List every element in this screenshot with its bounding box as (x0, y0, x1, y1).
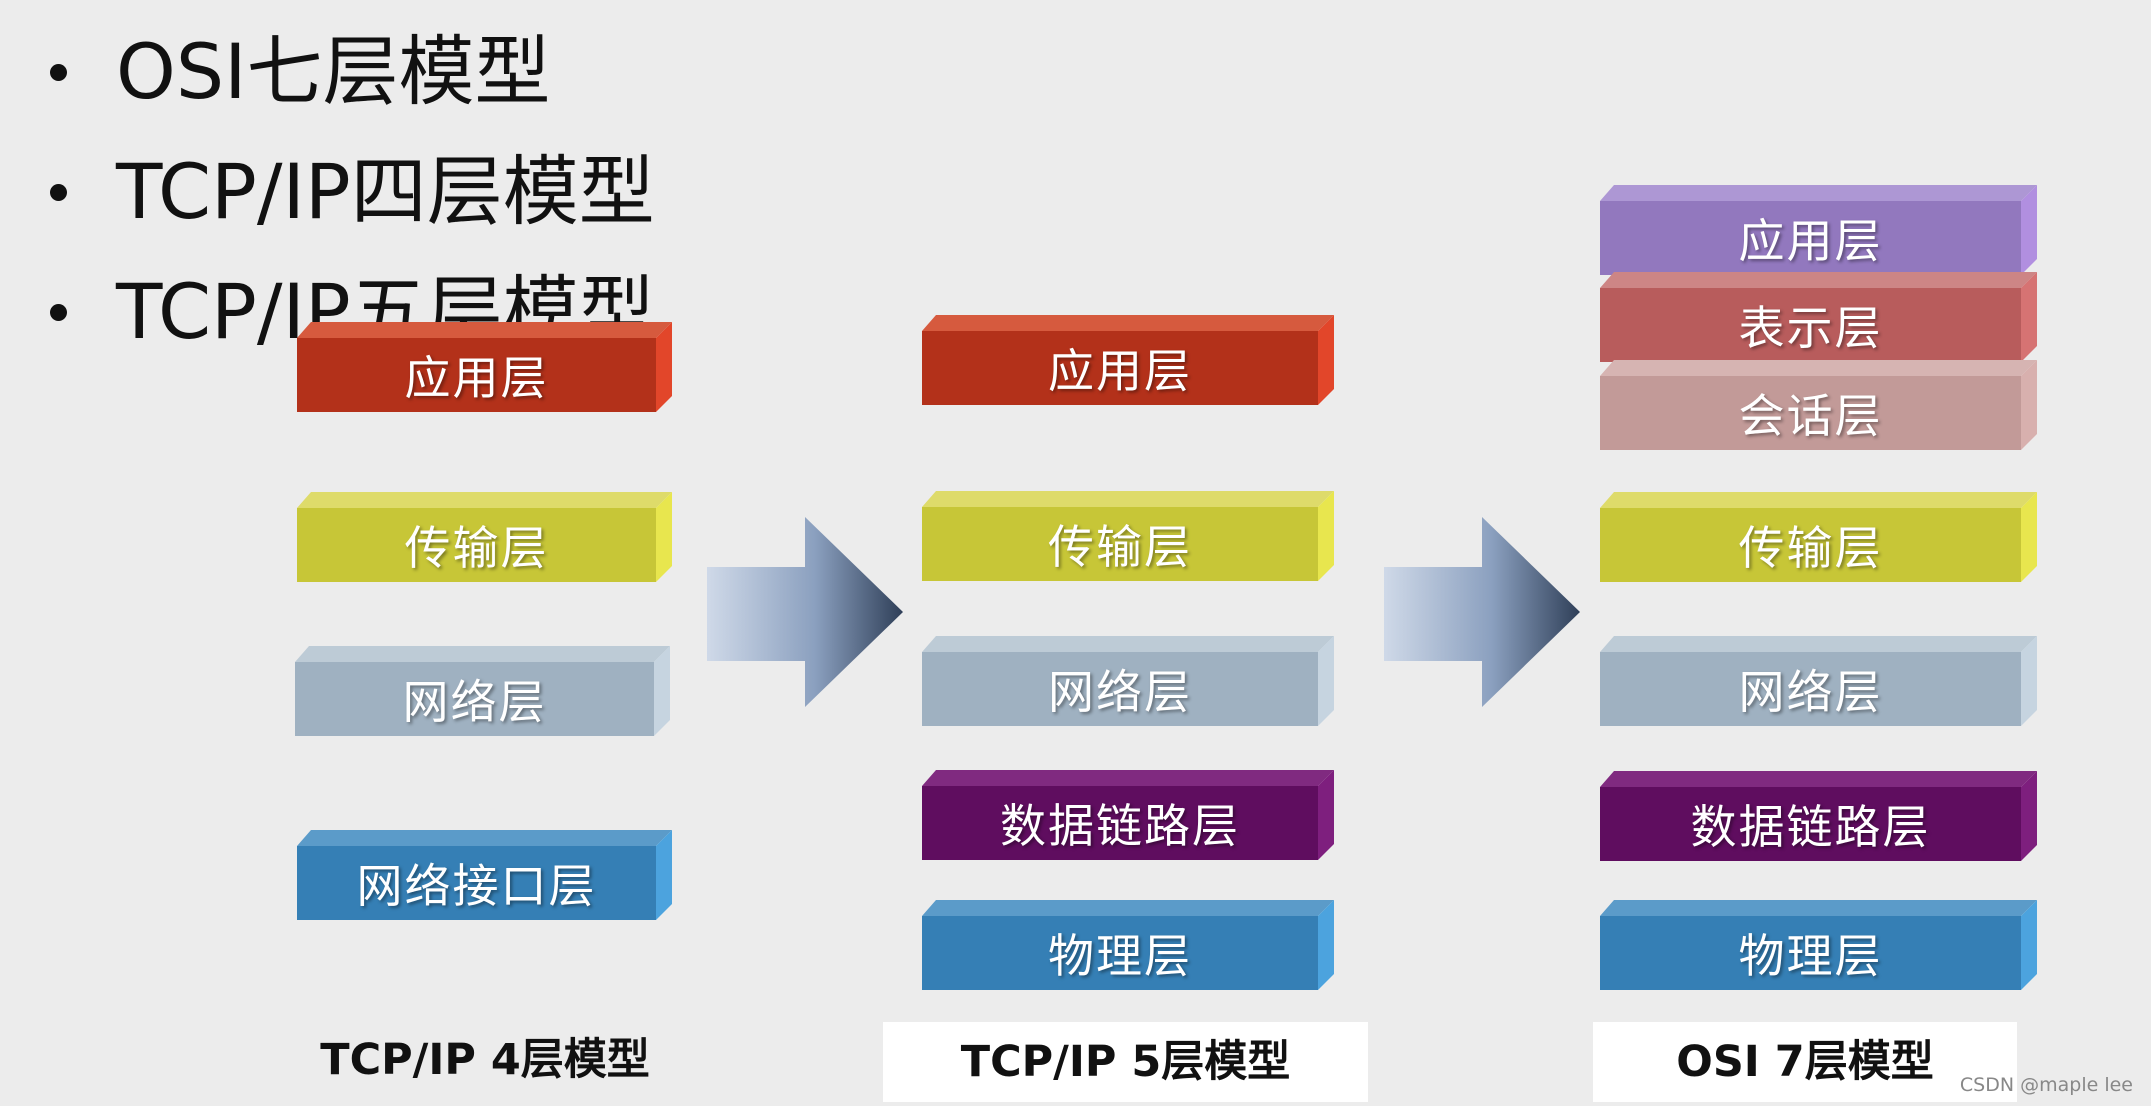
osi7-layer-transport: 传输层 (1600, 492, 2037, 582)
osi7-layer-network: 网络层 (1600, 636, 2037, 726)
osi7-layer-physical: 物理层 (1600, 900, 2037, 990)
osi7-layer-data-link: 数据链路层 (1600, 771, 2037, 861)
tcp5-layer-application: 应用层 (922, 315, 1334, 405)
osi7-caption: OSI 7层模型 (1593, 1022, 2017, 1102)
tcp5-layer-data-link: 数据链路层 (922, 770, 1334, 860)
credit-watermark: CSDN @maple lee (1959, 1074, 2133, 1096)
right-arrow-icon (707, 517, 903, 707)
tcp5-caption: TCP/IP 5层模型 (883, 1022, 1368, 1102)
right-arrow-icon (1384, 517, 1580, 707)
tcp4-layer-network: 网络层 (295, 646, 670, 736)
tcp4-layer-transport: 传输层 (297, 492, 672, 582)
bullet-tcpip4: TCP/IP四层模型 (40, 132, 655, 252)
tcp4-layer-application: 应用层 (297, 322, 672, 412)
tcp4-caption: TCP/IP 4层模型 (320, 1035, 650, 1085)
tcp4-layer-network-interface: 网络接口层 (297, 830, 672, 920)
tcp5-layer-transport: 传输层 (922, 491, 1334, 581)
osi7-layer-application: 应用层 (1600, 185, 2037, 275)
bullet-osi7: OSI七层模型 (40, 12, 655, 132)
bullet-list: OSI七层模型 TCP/IP四层模型 TCP/IP五层模型 (40, 12, 655, 372)
tcp5-layer-network: 网络层 (922, 636, 1334, 726)
osi7-layer-session: 会话层 (1600, 360, 2037, 450)
tcp5-layer-physical: 物理层 (922, 900, 1334, 990)
osi7-layer-presentation: 表示层 (1600, 272, 2037, 362)
